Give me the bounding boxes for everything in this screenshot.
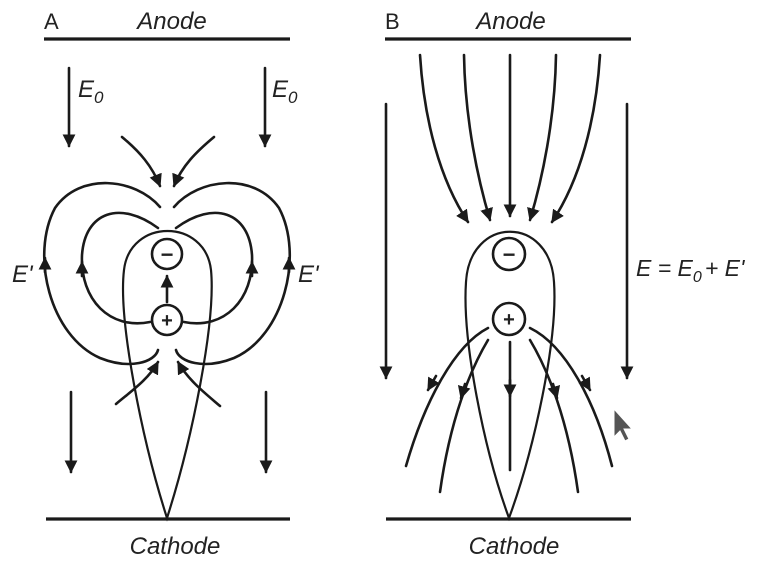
panel-a-eprime-label-left: E' (12, 261, 34, 288)
panel-b-cathode-label: Cathode (469, 533, 560, 560)
panel-a-cathode-label: Cathode (130, 533, 221, 560)
panel-a: A Anode Cathode E0 E0 E' E' (12, 8, 320, 560)
panel-a-field-loop-inner-left (82, 213, 158, 323)
panel-b-field-equation: E = E0+ E' (636, 255, 746, 286)
panel-b-anode-label: Anode (474, 8, 545, 35)
panel-b-negative-sign: − (503, 242, 516, 267)
panel-a-field-loop-outer-left (44, 183, 160, 364)
panel-b: B Anode Cathode − + E = E0+ (385, 8, 746, 560)
mouse-pointer-icon (614, 409, 632, 441)
panel-b-positive-sign: + (503, 309, 515, 331)
panel-b-converge-line (552, 55, 600, 222)
panel-a-negative-sign: − (161, 242, 174, 267)
panel-a-letter: A (44, 9, 59, 34)
panel-a-e0-label-left: E0 (78, 76, 104, 107)
panel-b-converge-line (530, 55, 556, 220)
panel-a-converge-arrow-right (174, 137, 214, 186)
panel-a-anode-label: Anode (135, 8, 206, 35)
panel-a-eprime-label-right: E' (298, 261, 320, 288)
panel-a-field-loop-inner-right (176, 213, 252, 323)
panel-a-positive-sign: + (161, 310, 173, 332)
panel-b-converge-line (464, 55, 490, 220)
panel-a-converge-arrow-left (122, 137, 160, 186)
panel-b-converge-line (420, 55, 468, 222)
panel-a-e0-label-right: E0 (272, 76, 298, 107)
panel-a-lower-converge-right (178, 362, 220, 406)
panel-b-diverge-arrow (428, 376, 436, 390)
panel-a-field-loop-outer-right (174, 183, 290, 364)
panel-b-letter: B (385, 9, 400, 34)
panel-a-streamer (123, 231, 212, 518)
